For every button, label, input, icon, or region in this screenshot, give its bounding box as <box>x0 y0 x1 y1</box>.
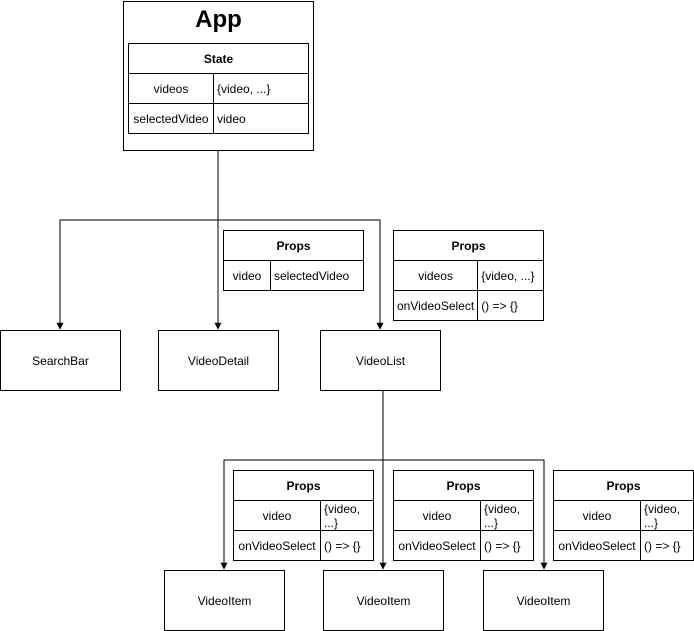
videoitem-2-label: VideoItem <box>356 593 411 608</box>
videolist-prop-value-onvideoselect: () => {} <box>477 290 544 321</box>
videolist-label: VideoList <box>355 353 406 368</box>
state-table-header: State <box>128 43 309 74</box>
videoitem-2-props-header: Props <box>393 470 534 501</box>
videoitem-2-prop-value-video: {video, ...} <box>480 500 534 531</box>
state-value-selectedvideo: video <box>213 103 309 134</box>
videoitem-1-component: VideoItem <box>164 570 285 631</box>
app-component: App State videos {video, ...} selectedVi… <box>123 1 314 151</box>
videolist-component: VideoList <box>320 330 441 391</box>
videoitem-1-props-header: Props <box>233 470 374 501</box>
videoitem-3-prop-value-onvideoselect: () => {} <box>640 530 694 561</box>
searchbar-component: SearchBar <box>0 330 121 391</box>
videodetail-props-table: Props video selectedVideo <box>223 230 364 291</box>
videoitem-3-props-table: Props video {video, ...} onVideoSelect (… <box>553 470 694 561</box>
videodetail-prop-key-video: video <box>223 260 271 291</box>
videoitem-3-props-header: Props <box>553 470 694 501</box>
videolist-prop-key-onvideoselect: onVideoSelect <box>392 290 479 321</box>
videodetail-component: VideoDetail <box>158 330 279 391</box>
searchbar-label: SearchBar <box>32 353 89 368</box>
videoitem-2-prop-value-onvideoselect: () => {} <box>480 530 534 561</box>
state-value-videos: {video, ...} <box>213 73 309 104</box>
connector-app-to-searchbar <box>56 219 218 330</box>
videolist-props-header: Props <box>393 230 544 261</box>
videoitem-3-label: VideoItem <box>516 593 571 608</box>
videoitem-3-prop-key-onvideoselect: onVideoSelect <box>553 530 641 561</box>
videodetail-props-header: Props <box>223 230 364 261</box>
videoitem-2-component: VideoItem <box>323 570 444 631</box>
app-title: App <box>195 6 242 33</box>
videoitem-1-label: VideoItem <box>197 593 252 608</box>
videolist-prop-value-videos: {video, ...} <box>477 260 544 291</box>
videolist-prop-key-videos: videos <box>392 260 479 291</box>
state-key-selectedvideo: selectedVideo <box>128 103 214 134</box>
connector-app-to-videolist <box>218 219 384 330</box>
videoitem-1-prop-key-onvideoselect: onVideoSelect <box>233 530 321 561</box>
videoitem-1-prop-value-onvideoselect: () => {} <box>320 530 374 561</box>
videoitem-2-prop-key-video: video <box>393 500 481 531</box>
connector-videolist-to-videoitem-3 <box>383 459 548 570</box>
videoitem-1-props-table: Props video {video, ...} onVideoSelect (… <box>233 470 374 561</box>
videoitem-1-prop-key-video: video <box>233 500 321 531</box>
videodetail-prop-value-video: selectedVideo <box>270 260 364 291</box>
connector-videolist-to-videoitem-1 <box>220 459 383 570</box>
videoitem-2-prop-key-onvideoselect: onVideoSelect <box>393 530 481 561</box>
videoitem-3-prop-value-video: {video, ...} <box>640 500 694 531</box>
videodetail-label: VideoDetail <box>187 353 250 368</box>
state-key-videos: videos <box>128 73 214 104</box>
videolist-props-table: Props videos {video, ...} onVideoSelect … <box>392 230 544 321</box>
videoitem-3-component: VideoItem <box>483 570 604 631</box>
videoitem-3-prop-key-video: video <box>553 500 641 531</box>
videoitem-1-prop-value-video: {video, ...} <box>320 500 374 531</box>
videoitem-2-props-table: Props video {video, ...} onVideoSelect (… <box>393 470 534 561</box>
state-table: State videos {video, ...} selectedVideo … <box>128 43 309 134</box>
